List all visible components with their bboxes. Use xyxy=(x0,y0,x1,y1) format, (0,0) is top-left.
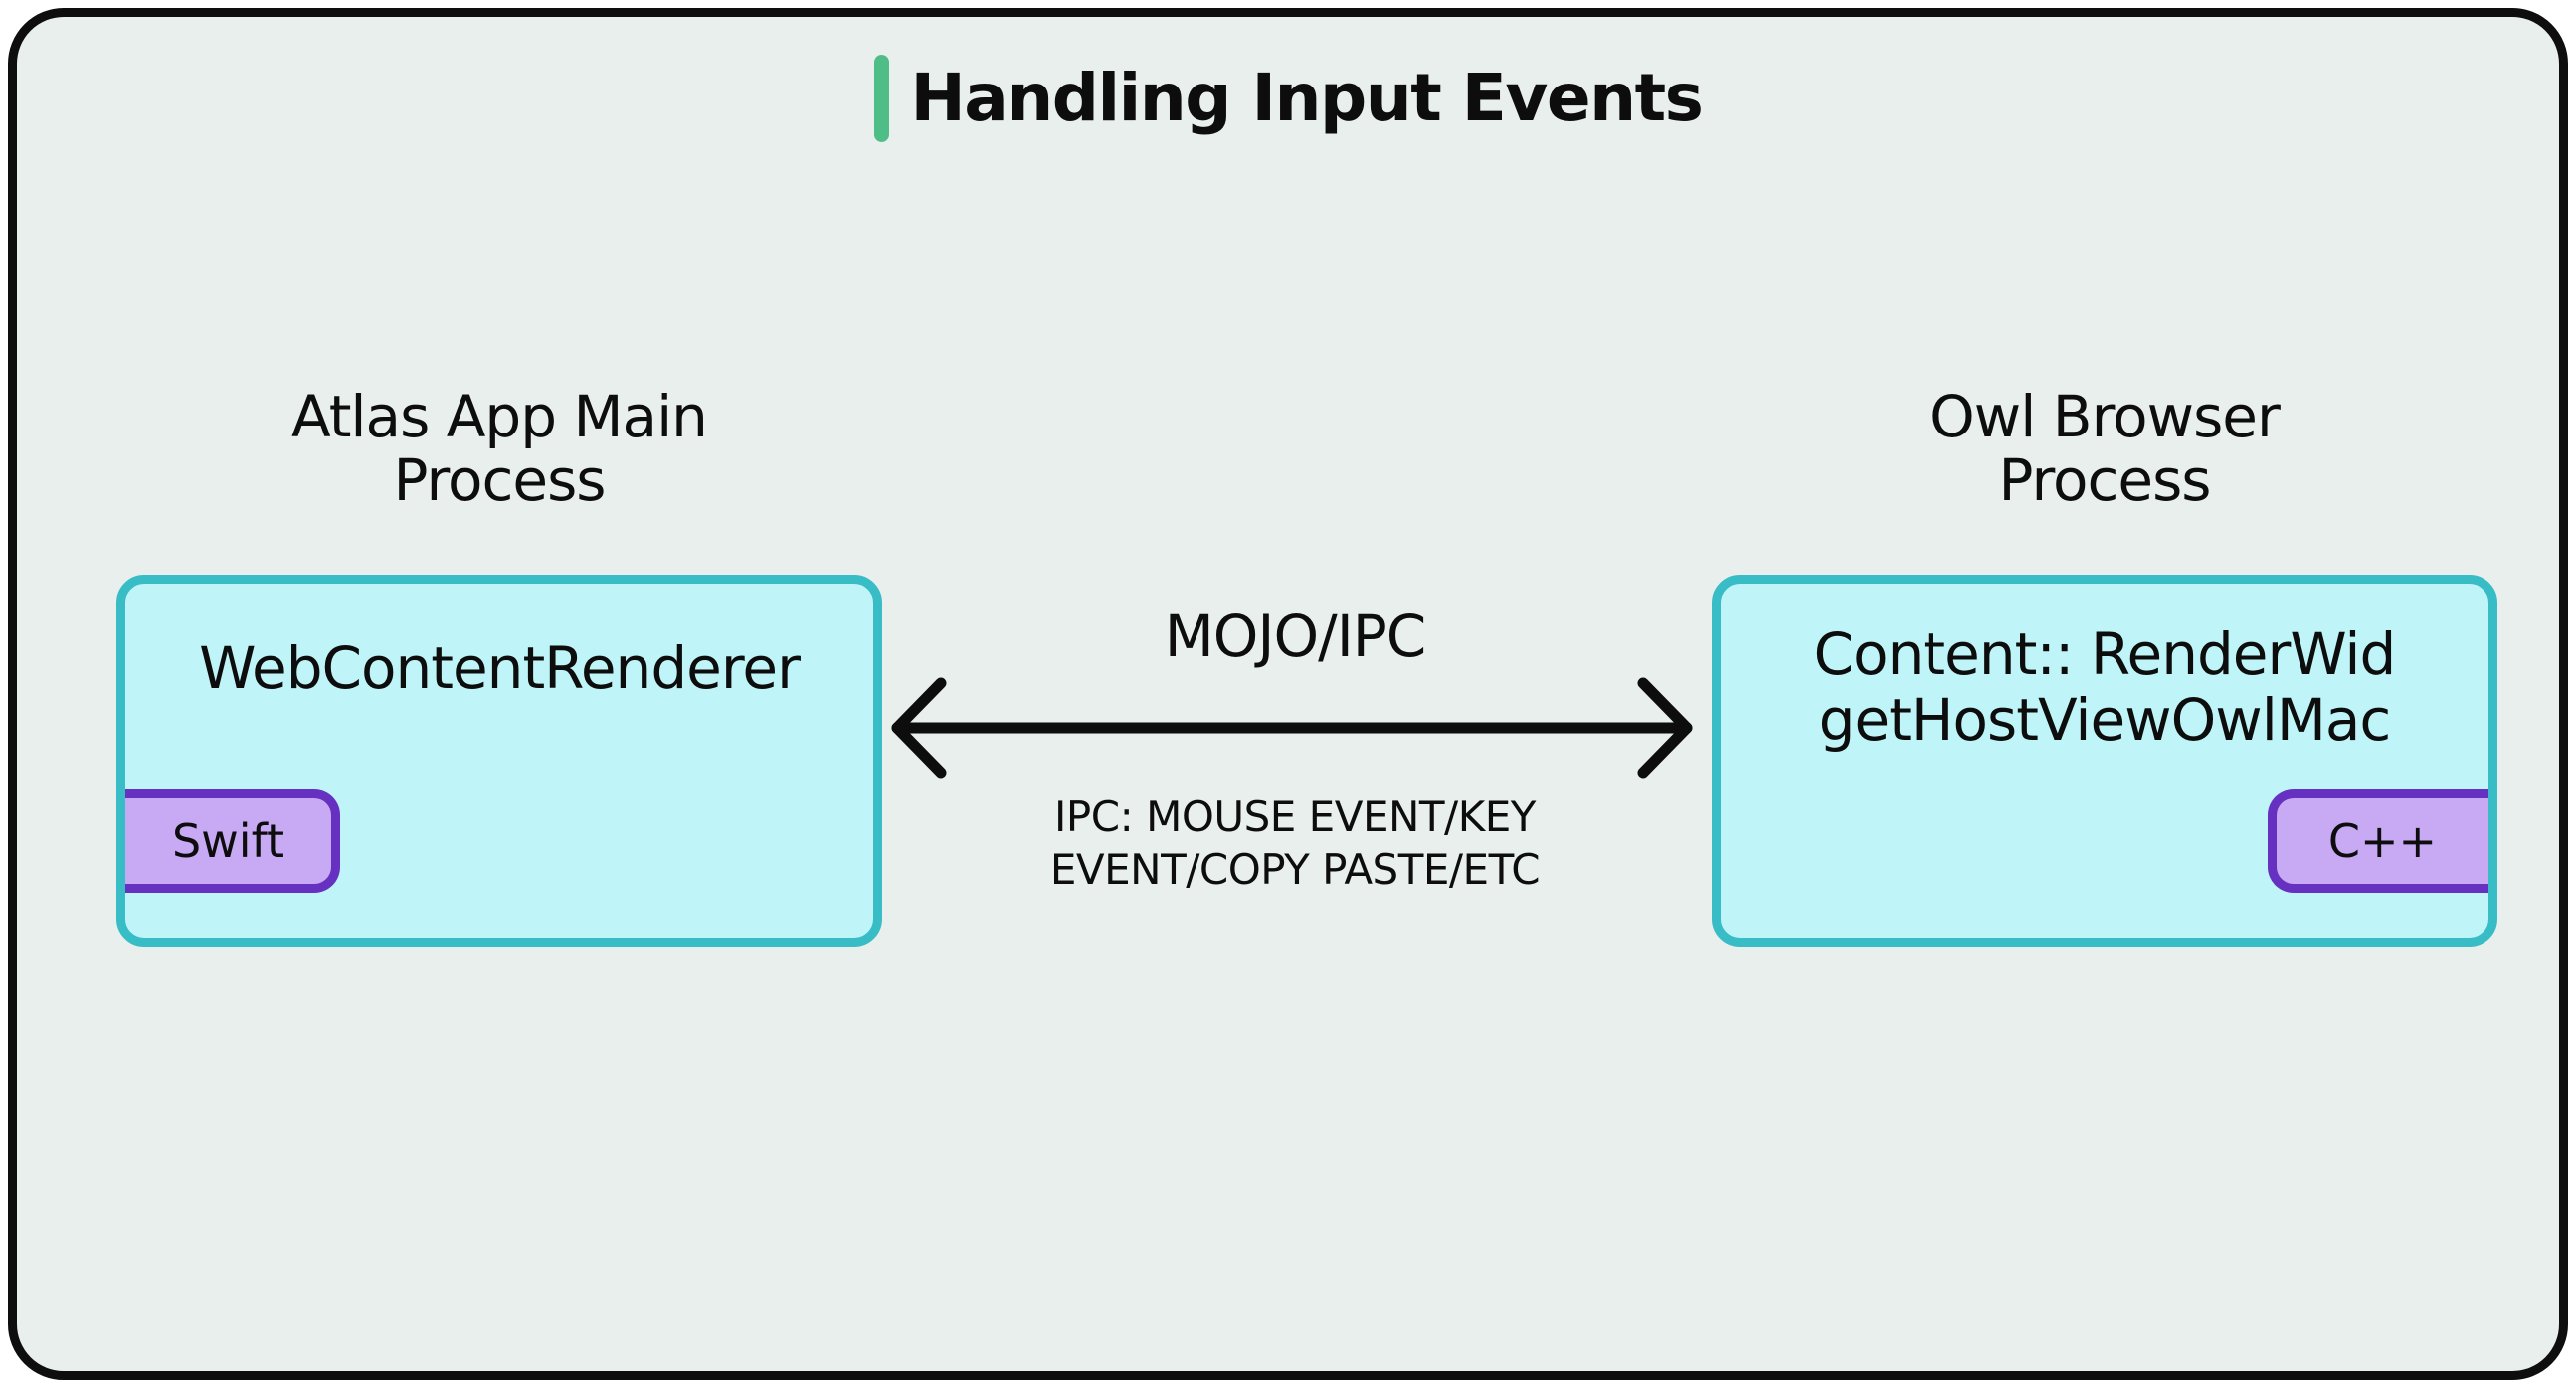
swift-language-badge: Swift xyxy=(125,789,340,893)
bidirectional-arrow-icon xyxy=(891,677,1693,779)
diagram-title: Handling Input Events xyxy=(910,60,1704,136)
title-row: Handling Input Events xyxy=(17,53,2559,144)
left-process-label: Atlas App Main Process xyxy=(116,385,882,512)
right-process-label-line1: Owl Browser xyxy=(1930,383,2281,450)
node-render-widget-host-view-title-line1: Content:: RenderWid xyxy=(1813,620,2397,688)
cpp-language-badge: C++ xyxy=(2268,789,2488,893)
connection-detail-line1: IPC: MOUSE EVENT/KEY xyxy=(1054,792,1536,841)
node-web-content-renderer: WebContentRenderer Swift xyxy=(116,575,882,947)
left-process-label-line1: Atlas App Main xyxy=(291,383,708,450)
right-process-label: Owl Browser Process xyxy=(1712,385,2497,512)
node-web-content-renderer-title: WebContentRenderer xyxy=(199,634,801,702)
title-accent-bar xyxy=(873,55,889,142)
right-process-label-line2: Process xyxy=(1998,446,2211,514)
node-render-widget-host-view: Content:: RenderWid getHostViewOwlMac C+… xyxy=(1712,575,2497,947)
node-render-widget-host-view-title: Content:: RenderWid getHostViewOwlMac xyxy=(1721,621,2488,753)
left-process-label-line2: Process xyxy=(393,446,606,514)
node-render-widget-host-view-title-line2: getHostViewOwlMac xyxy=(1818,686,2392,754)
connection-detail-line2: EVENT/COPY PASTE/ETC xyxy=(1049,845,1541,894)
connection-detail: IPC: MOUSE EVENT/KEY EVENT/COPY PASTE/ET… xyxy=(832,790,1757,896)
diagram-frame: Handling Input Events Atlas App Main Pro… xyxy=(8,8,2568,1380)
connection-label: MOJO/IPC xyxy=(1164,603,1427,670)
